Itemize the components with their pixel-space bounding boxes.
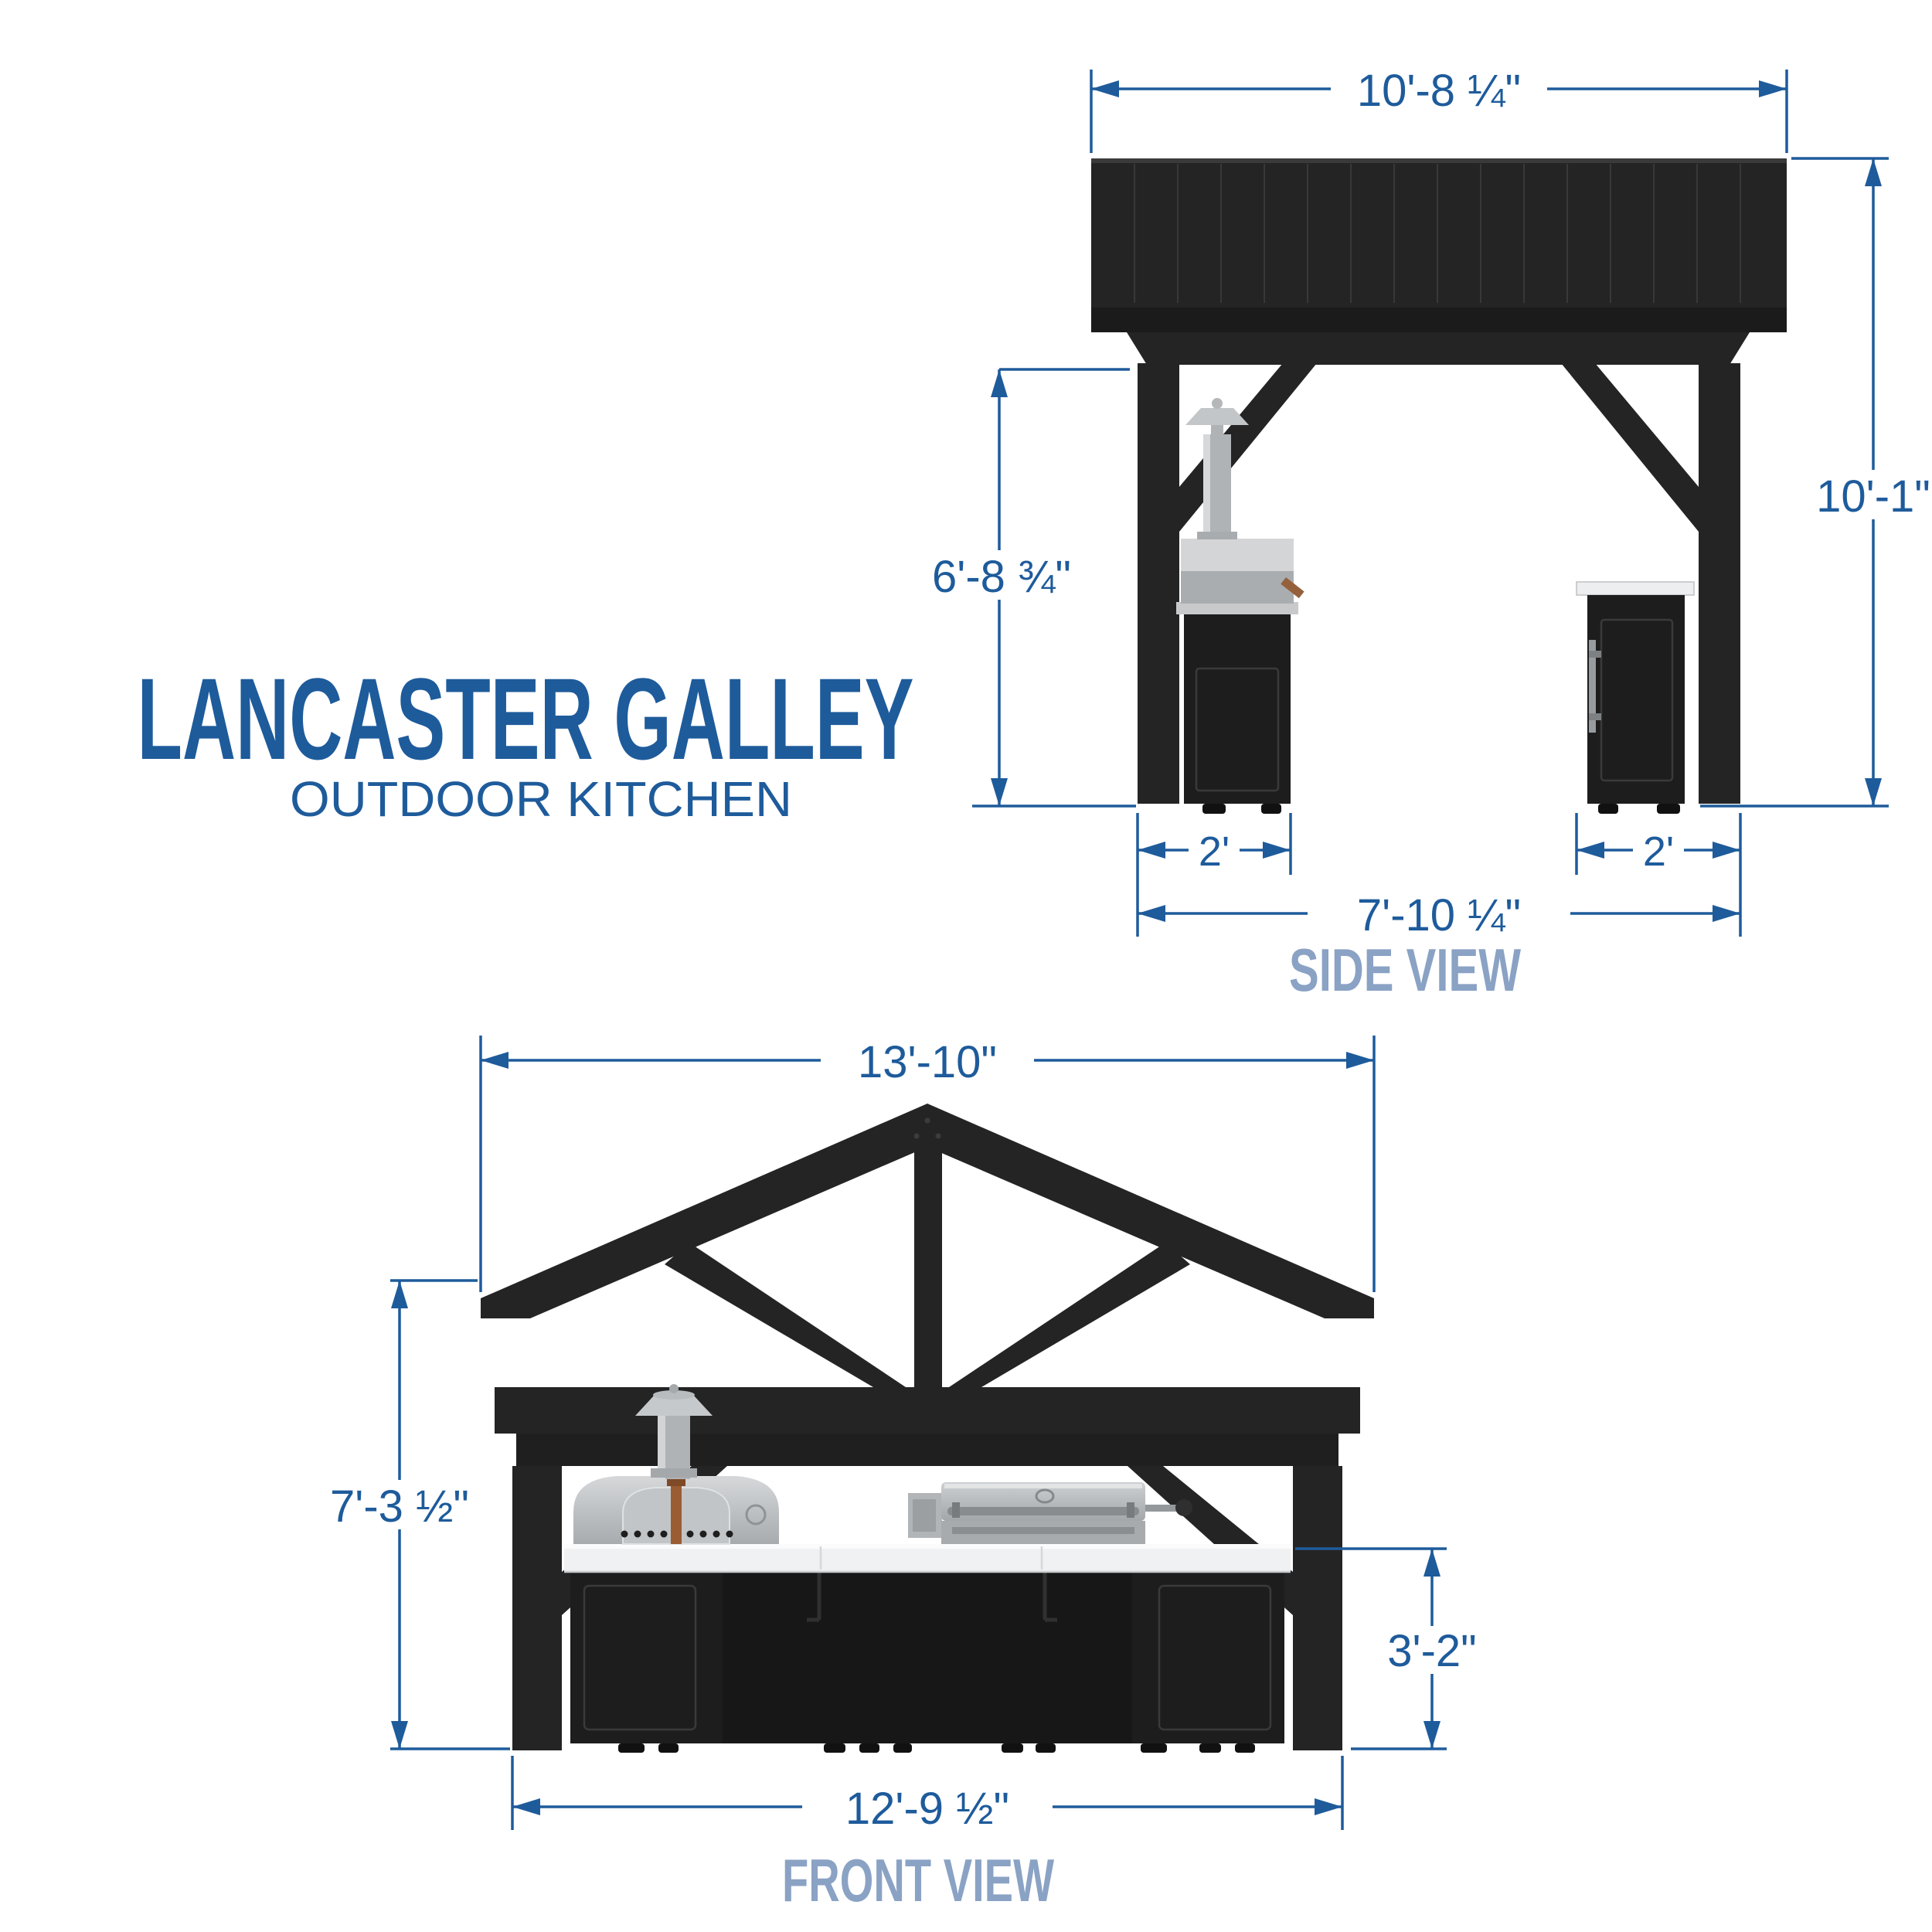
side-oven-body-bottom [1181, 571, 1294, 604]
front-chimney-cap [635, 1396, 713, 1416]
side-oven-peel-handle [1281, 577, 1304, 599]
side-view-label: SIDE VIEW [1289, 936, 1521, 1004]
grill-handle-bar [947, 1507, 1139, 1515]
front-countertop-edge-highlight [564, 1544, 1291, 1549]
side-roof-seams [1134, 164, 1741, 303]
side-roof-fascia [1091, 308, 1787, 332]
side-foot-2 [1261, 804, 1281, 814]
dim-label-side-right-counter: 2' [1643, 828, 1674, 875]
dim-label-side-overall-height: 10'-1" [1816, 471, 1930, 522]
side-view-drawing [1091, 158, 1787, 814]
side-handle-mount-top [1589, 651, 1601, 658]
grill-handle-bracket-right [1127, 1502, 1134, 1518]
front-view-drawing [481, 1104, 1374, 1753]
grill-motor-face [913, 1499, 936, 1532]
grill-handle-bracket-left [952, 1502, 960, 1518]
side-right-cabinet-panel [1600, 618, 1674, 782]
dim-label-side-clearance: 6'-8 ¾" [932, 552, 1071, 602]
side-roof-ridge-edge [1091, 158, 1787, 163]
front-ridge-bolt-3 [924, 1117, 930, 1124]
side-view-dimensions: 10'-8 ¼" 10'-1" 6'-8 ¾" 2' [887, 63, 1932, 1004]
side-cabinet-handle [1589, 640, 1596, 733]
side-chimney-flange [1197, 532, 1237, 539]
grill-rotisserie-rod [1145, 1505, 1179, 1512]
front-chimney-flange [651, 1468, 697, 1478]
side-right-post [1699, 363, 1740, 804]
dim-label-front-base-width: 12'-9 ½" [845, 1784, 1009, 1834]
front-counter-brackets [807, 1572, 1057, 1622]
dim-front-eave-height: 7'-3 ½" [305, 1279, 510, 1750]
front-left-door-panel [583, 1584, 697, 1731]
front-chimney-cap-top [653, 1390, 695, 1400]
front-gable-roof [481, 1104, 1374, 1318]
front-chimney-highlight [658, 1416, 665, 1479]
front-view-dimensions: 13'-10" 7'-3 ½" 3'-2" 12'-9 ½" FRONT VIE… [305, 1036, 1502, 1914]
side-foot-3 [1598, 804, 1618, 814]
dim-side-clearance: 6'-8 ¾" [887, 368, 1136, 808]
grill-lid-vent [1035, 1488, 1055, 1504]
dim-side-base-depth: 7'-10 ¼" [1136, 875, 1742, 940]
dim-side-overall-height: 10'-1" [1700, 157, 1932, 808]
front-chimney-cap-knob [669, 1384, 679, 1393]
side-right-countertop [1576, 581, 1695, 596]
side-oven-cabinet-panel [1195, 667, 1280, 792]
front-header-beam [495, 1387, 1360, 1434]
side-left-post [1138, 363, 1179, 804]
front-oven-thermometer [745, 1504, 767, 1526]
dim-label-side-base-depth: 7'-10 ¼" [1357, 890, 1521, 940]
page-subtitle: OUTDOOR KITCHEN [290, 771, 792, 827]
front-oven-handle-cap [667, 1478, 685, 1486]
front-king-post [914, 1147, 942, 1387]
front-ridge-bolt-1 [913, 1133, 920, 1139]
dim-label-front-eave-height: 7'-3 ½" [330, 1481, 469, 1532]
front-left-post [512, 1466, 562, 1750]
front-countertop-seams [819, 1546, 1043, 1570]
side-chimney-cap-knob [1212, 398, 1223, 409]
side-handle-mount-bottom [1589, 713, 1601, 720]
side-right-cabinet [1587, 595, 1685, 804]
side-oven-body-top [1181, 539, 1294, 571]
title-block: LANCASTER GALLEY OUTDOOR KITCHEN [138, 654, 914, 827]
side-foot-1 [1202, 804, 1226, 814]
dim-label-side-left-counter: 2' [1199, 828, 1230, 875]
dim-label-side-roof-depth: 10'-8 ¼" [1357, 66, 1521, 116]
grill-body-vent [952, 1527, 1134, 1534]
page-title: LANCASTER GALLEY [138, 654, 914, 784]
dim-side-right-counter: 2' [1575, 813, 1742, 875]
dim-label-front-roof-width: 13'-10" [858, 1037, 997, 1087]
front-oven-vent-dots [621, 1530, 733, 1538]
side-chimney-cap [1185, 408, 1249, 425]
side-oven-cabinet [1184, 613, 1291, 804]
grill-rod-knob [1175, 1499, 1192, 1516]
front-oven-handle [671, 1482, 682, 1544]
front-ridge-bolt-2 [935, 1133, 941, 1139]
side-foot-4 [1657, 804, 1680, 814]
dim-side-left-counter: 2' [1136, 813, 1292, 875]
dim-front-roof-width: 13'-10" [479, 1036, 1376, 1292]
front-left-strut [665, 1243, 906, 1387]
side-roof-panel [1091, 158, 1787, 308]
front-cabinet-recess [723, 1572, 1132, 1743]
dim-front-counter-height: 3'-2" [1295, 1547, 1502, 1750]
side-oven-base-plate [1176, 602, 1298, 614]
dim-label-front-counter-height: 3'-2" [1387, 1626, 1477, 1676]
dim-front-base-width: 12'-9 ½" [511, 1756, 1344, 1834]
front-right-strut [949, 1243, 1190, 1387]
front-cabinet-feet [618, 1743, 1255, 1753]
side-chimney-cap-stem [1211, 425, 1223, 436]
front-right-door-panel [1158, 1584, 1272, 1731]
side-roof-soffit [1127, 332, 1750, 365]
side-right-knee-brace [1561, 363, 1699, 532]
front-view-label: FRONT VIEW [782, 1846, 1054, 1914]
grill-lid-highlight [944, 1484, 1142, 1488]
side-chimney-highlight [1203, 434, 1210, 539]
front-header-beam-lower [516, 1434, 1338, 1466]
front-right-post [1293, 1466, 1342, 1750]
side-left-knee-brace [1179, 363, 1317, 532]
dim-side-roof-depth: 10'-8 ¼" [1090, 63, 1788, 153]
